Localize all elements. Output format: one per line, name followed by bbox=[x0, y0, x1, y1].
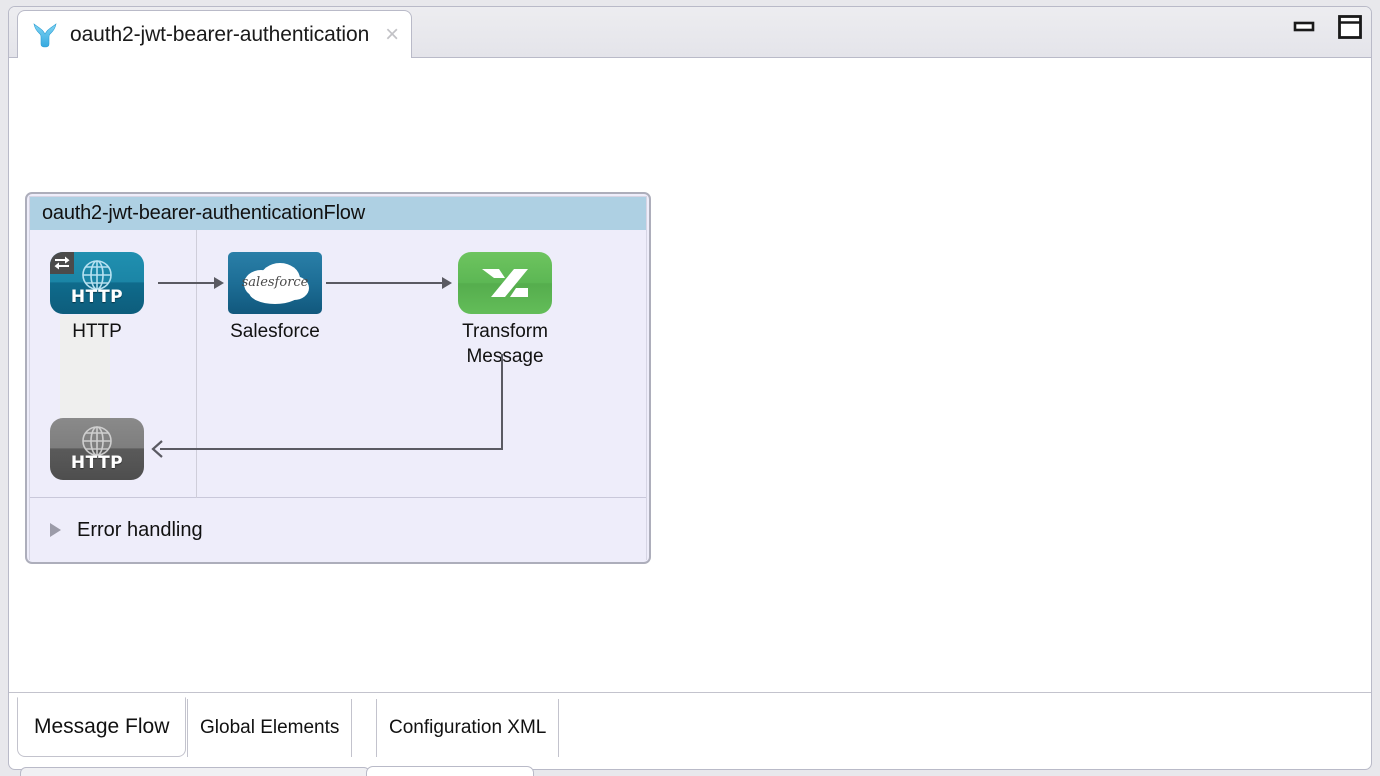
globe-icon-response bbox=[77, 421, 117, 466]
tab-global-elements-label: Global Elements bbox=[200, 717, 340, 738]
transform-message-icon bbox=[458, 252, 552, 314]
flow-inner: oauth2-jwt-bearer-authenticationFlow bbox=[29, 196, 647, 561]
tab-configuration-xml[interactable]: Configuration XML bbox=[376, 699, 560, 757]
editor-frame: oauth2-jwt-bearer-authentication × bbox=[8, 6, 1372, 770]
tab-configuration-xml-label: Configuration XML bbox=[389, 717, 547, 738]
tab-global-elements[interactable]: Global Elements bbox=[187, 699, 353, 757]
maximize-icon[interactable] bbox=[1337, 14, 1363, 45]
flow-node-transform-message[interactable]: Transform Message bbox=[458, 252, 565, 369]
editor-tabstrip: oauth2-jwt-bearer-authentication × bbox=[9, 7, 1371, 59]
flow-header[interactable]: oauth2-jwt-bearer-authenticationFlow bbox=[30, 197, 646, 230]
editor-tab-title: oauth2-jwt-bearer-authentication bbox=[70, 23, 370, 46]
tab-message-flow[interactable]: Message Flow bbox=[17, 697, 187, 757]
inbound-endpoint-badge-icon bbox=[50, 252, 74, 274]
flow-node-label-salesforce: Salesforce bbox=[230, 321, 320, 342]
http-wordmark: HTTP bbox=[70, 287, 124, 307]
triangle-right-icon[interactable] bbox=[50, 523, 61, 537]
http-listener-icon: HTTP bbox=[50, 252, 144, 314]
minimize-icon[interactable] bbox=[1293, 16, 1315, 43]
editor-bottom-tabs: Message Flow Global Elements Configurati… bbox=[9, 692, 1371, 757]
connector-http-to-salesforce bbox=[158, 282, 216, 284]
flow-name-label: oauth2-jwt-bearer-authenticationFlow bbox=[42, 202, 365, 224]
tab-message-flow-label: Message Flow bbox=[34, 715, 170, 738]
flow-node-http-listener[interactable]: HTTP HTTP bbox=[50, 252, 157, 344]
transform-label-line1: Transform bbox=[462, 321, 548, 342]
connector-arrowhead-transform bbox=[442, 277, 452, 289]
salesforce-connector-icon: salesforce bbox=[228, 252, 322, 314]
flow-node-http-response[interactable]: HTTP bbox=[50, 418, 144, 480]
connector-arrowhead-salesforce bbox=[214, 277, 224, 289]
source-section-band bbox=[60, 315, 110, 425]
flow-container[interactable]: oauth2-jwt-bearer-authenticationFlow bbox=[25, 192, 651, 564]
globe-icon bbox=[77, 255, 117, 300]
bottom-panel-peek-left[interactable] bbox=[20, 767, 370, 776]
close-icon[interactable]: × bbox=[385, 21, 400, 48]
source-section-divider bbox=[196, 230, 197, 498]
http-wordmark-response: HTTP bbox=[70, 453, 124, 473]
connector-salesforce-to-transform bbox=[326, 282, 444, 284]
flow-body: HTTP HTTP bbox=[30, 230, 646, 498]
connector-transform-return-horizontal bbox=[160, 448, 503, 450]
connector-arrowhead-http-response bbox=[151, 440, 163, 458]
flow-node-label-http-listener: HTTP bbox=[72, 321, 122, 342]
svg-text:salesforce: salesforce bbox=[242, 275, 309, 290]
error-handling-section[interactable]: Error handling bbox=[30, 499, 646, 561]
message-flow-canvas[interactable]: oauth2-jwt-bearer-authenticationFlow bbox=[9, 58, 1371, 692]
transform-label-line2: Message bbox=[466, 346, 544, 367]
flow-node-salesforce[interactable]: salesforce Salesforce bbox=[228, 252, 335, 344]
error-handling-label: Error handling bbox=[77, 518, 203, 541]
bottom-panel-peek-tab[interactable] bbox=[366, 766, 534, 776]
editor-tab-oauth2-jwt-bearer-authentication[interactable]: oauth2-jwt-bearer-authentication × bbox=[17, 10, 413, 59]
flow-node-label-transform-message: Transform Message bbox=[445, 319, 565, 369]
connector-transform-return-vertical bbox=[501, 354, 503, 450]
http-response-icon: HTTP bbox=[50, 418, 144, 480]
window-controls bbox=[1293, 14, 1363, 45]
mule-logo-icon bbox=[30, 20, 60, 50]
